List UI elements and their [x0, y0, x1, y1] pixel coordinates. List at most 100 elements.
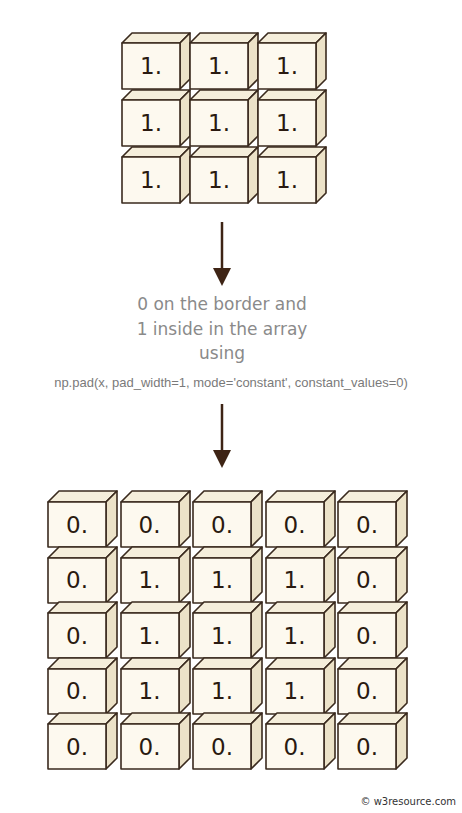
cube-face: [324, 713, 335, 769]
description-text: 0 on the border and 1 inside in the arra…: [130, 292, 314, 366]
cube-face: [324, 658, 335, 714]
cell-value: 1.: [122, 157, 180, 203]
cube-face: [316, 90, 326, 146]
cube-face: [190, 157, 248, 203]
watermark: © w3resource.com: [330, 795, 456, 810]
arrow-head: [213, 450, 231, 468]
cell-value: 0.: [48, 669, 106, 714]
cell-value: 0.: [48, 613, 106, 658]
cell-value: 1.: [121, 558, 179, 603]
cell-value: 0.: [338, 502, 396, 547]
array-cell-cube: 0.: [338, 558, 396, 603]
cube-face: [179, 491, 190, 547]
cube-face: [266, 724, 324, 769]
cube-face: [122, 157, 180, 203]
array-cell-cube: 0.: [48, 613, 106, 658]
cell-value: 1.: [190, 157, 248, 203]
cube-face: [48, 558, 106, 603]
cube-face: [180, 90, 190, 146]
cube-face: [324, 602, 335, 658]
cube-face: [179, 658, 190, 714]
array-cell-cube: 1.: [190, 100, 248, 146]
cell-value: 0.: [48, 724, 106, 769]
cube-face: [258, 157, 316, 203]
cube-face: [190, 147, 258, 157]
cell-value: 0.: [338, 558, 396, 603]
cell-value: 1.: [193, 669, 251, 714]
array-cell-cube: 0.: [266, 724, 324, 769]
array-cell-cube: 1.: [121, 669, 179, 714]
array-cell-cube: 0.: [48, 669, 106, 714]
cube-face: [193, 669, 251, 714]
cube-face: [106, 713, 117, 769]
cell-value: 0.: [48, 502, 106, 547]
array-cell-cube: 0.: [338, 724, 396, 769]
cube-face: [396, 602, 407, 658]
array-cell-cube: 1.: [121, 613, 179, 658]
array-cell-cube: 1.: [193, 669, 251, 714]
arrow-head: [213, 268, 231, 286]
array-cell-cube: 1.: [266, 613, 324, 658]
cube-face: [122, 90, 190, 100]
cube-face: [338, 502, 396, 547]
cube-face: [106, 547, 117, 603]
cube-face: [122, 147, 190, 157]
cube-face: [122, 100, 180, 146]
cube-face: [193, 613, 251, 658]
cube-face: [106, 491, 117, 547]
cube-face: [190, 90, 258, 100]
arrow-shaft: [221, 222, 224, 272]
cube-face: [316, 147, 326, 203]
cube-face: [338, 558, 396, 603]
array-cell-cube: 0.: [48, 502, 106, 547]
cell-value: 1.: [193, 613, 251, 658]
array-cell-cube: 1.: [193, 558, 251, 603]
cell-value: 0.: [193, 502, 251, 547]
cell-value: 1.: [258, 43, 316, 89]
array-cell-cube: 1.: [193, 613, 251, 658]
cell-value: 1.: [266, 558, 324, 603]
cube-face: [106, 602, 117, 658]
cell-value: 0.: [121, 724, 179, 769]
cell-value: 1.: [122, 43, 180, 89]
cube-face: [316, 33, 326, 89]
cube-face: [193, 502, 251, 547]
cell-value: 0.: [266, 724, 324, 769]
cube-face: [251, 602, 262, 658]
cube-face: [122, 43, 180, 89]
cube-face: [266, 558, 324, 603]
cube-face: [338, 724, 396, 769]
cube-face: [251, 658, 262, 714]
cube-face: [248, 90, 258, 146]
cell-value: 1.: [266, 669, 324, 714]
array-cell-cube: 1.: [190, 157, 248, 203]
cube-face: [121, 669, 179, 714]
array-cell-cube: 1.: [258, 157, 316, 203]
cube-face: [248, 33, 258, 89]
array-cell-cube: 1.: [122, 100, 180, 146]
array-cell-cube: 0.: [338, 613, 396, 658]
cube-face: [121, 724, 179, 769]
cell-value: 0.: [338, 669, 396, 714]
cube-face: [258, 147, 326, 157]
cube-face: [193, 724, 251, 769]
cell-value: 0.: [121, 502, 179, 547]
cell-value: 0.: [48, 558, 106, 603]
cell-value: 1.: [266, 613, 324, 658]
cube-face: [48, 669, 106, 714]
array-cell-cube: 1.: [122, 43, 180, 89]
cube-face: [122, 33, 190, 43]
cube-face: [106, 658, 117, 714]
cube-face: [48, 502, 106, 547]
cube-face: [251, 713, 262, 769]
cube-face: [190, 43, 248, 89]
array-cell-cube: 0.: [266, 502, 324, 547]
cube-face: [121, 613, 179, 658]
cell-value: 0.: [193, 724, 251, 769]
cube-face: [180, 147, 190, 203]
code-text: np.pad(x, pad_width=1, mode='constant', …: [6, 374, 456, 393]
array-cell-cube: 0.: [338, 669, 396, 714]
cube-face: [266, 613, 324, 658]
arrow-shaft: [221, 404, 224, 454]
array-cell-cube: 1.: [258, 43, 316, 89]
